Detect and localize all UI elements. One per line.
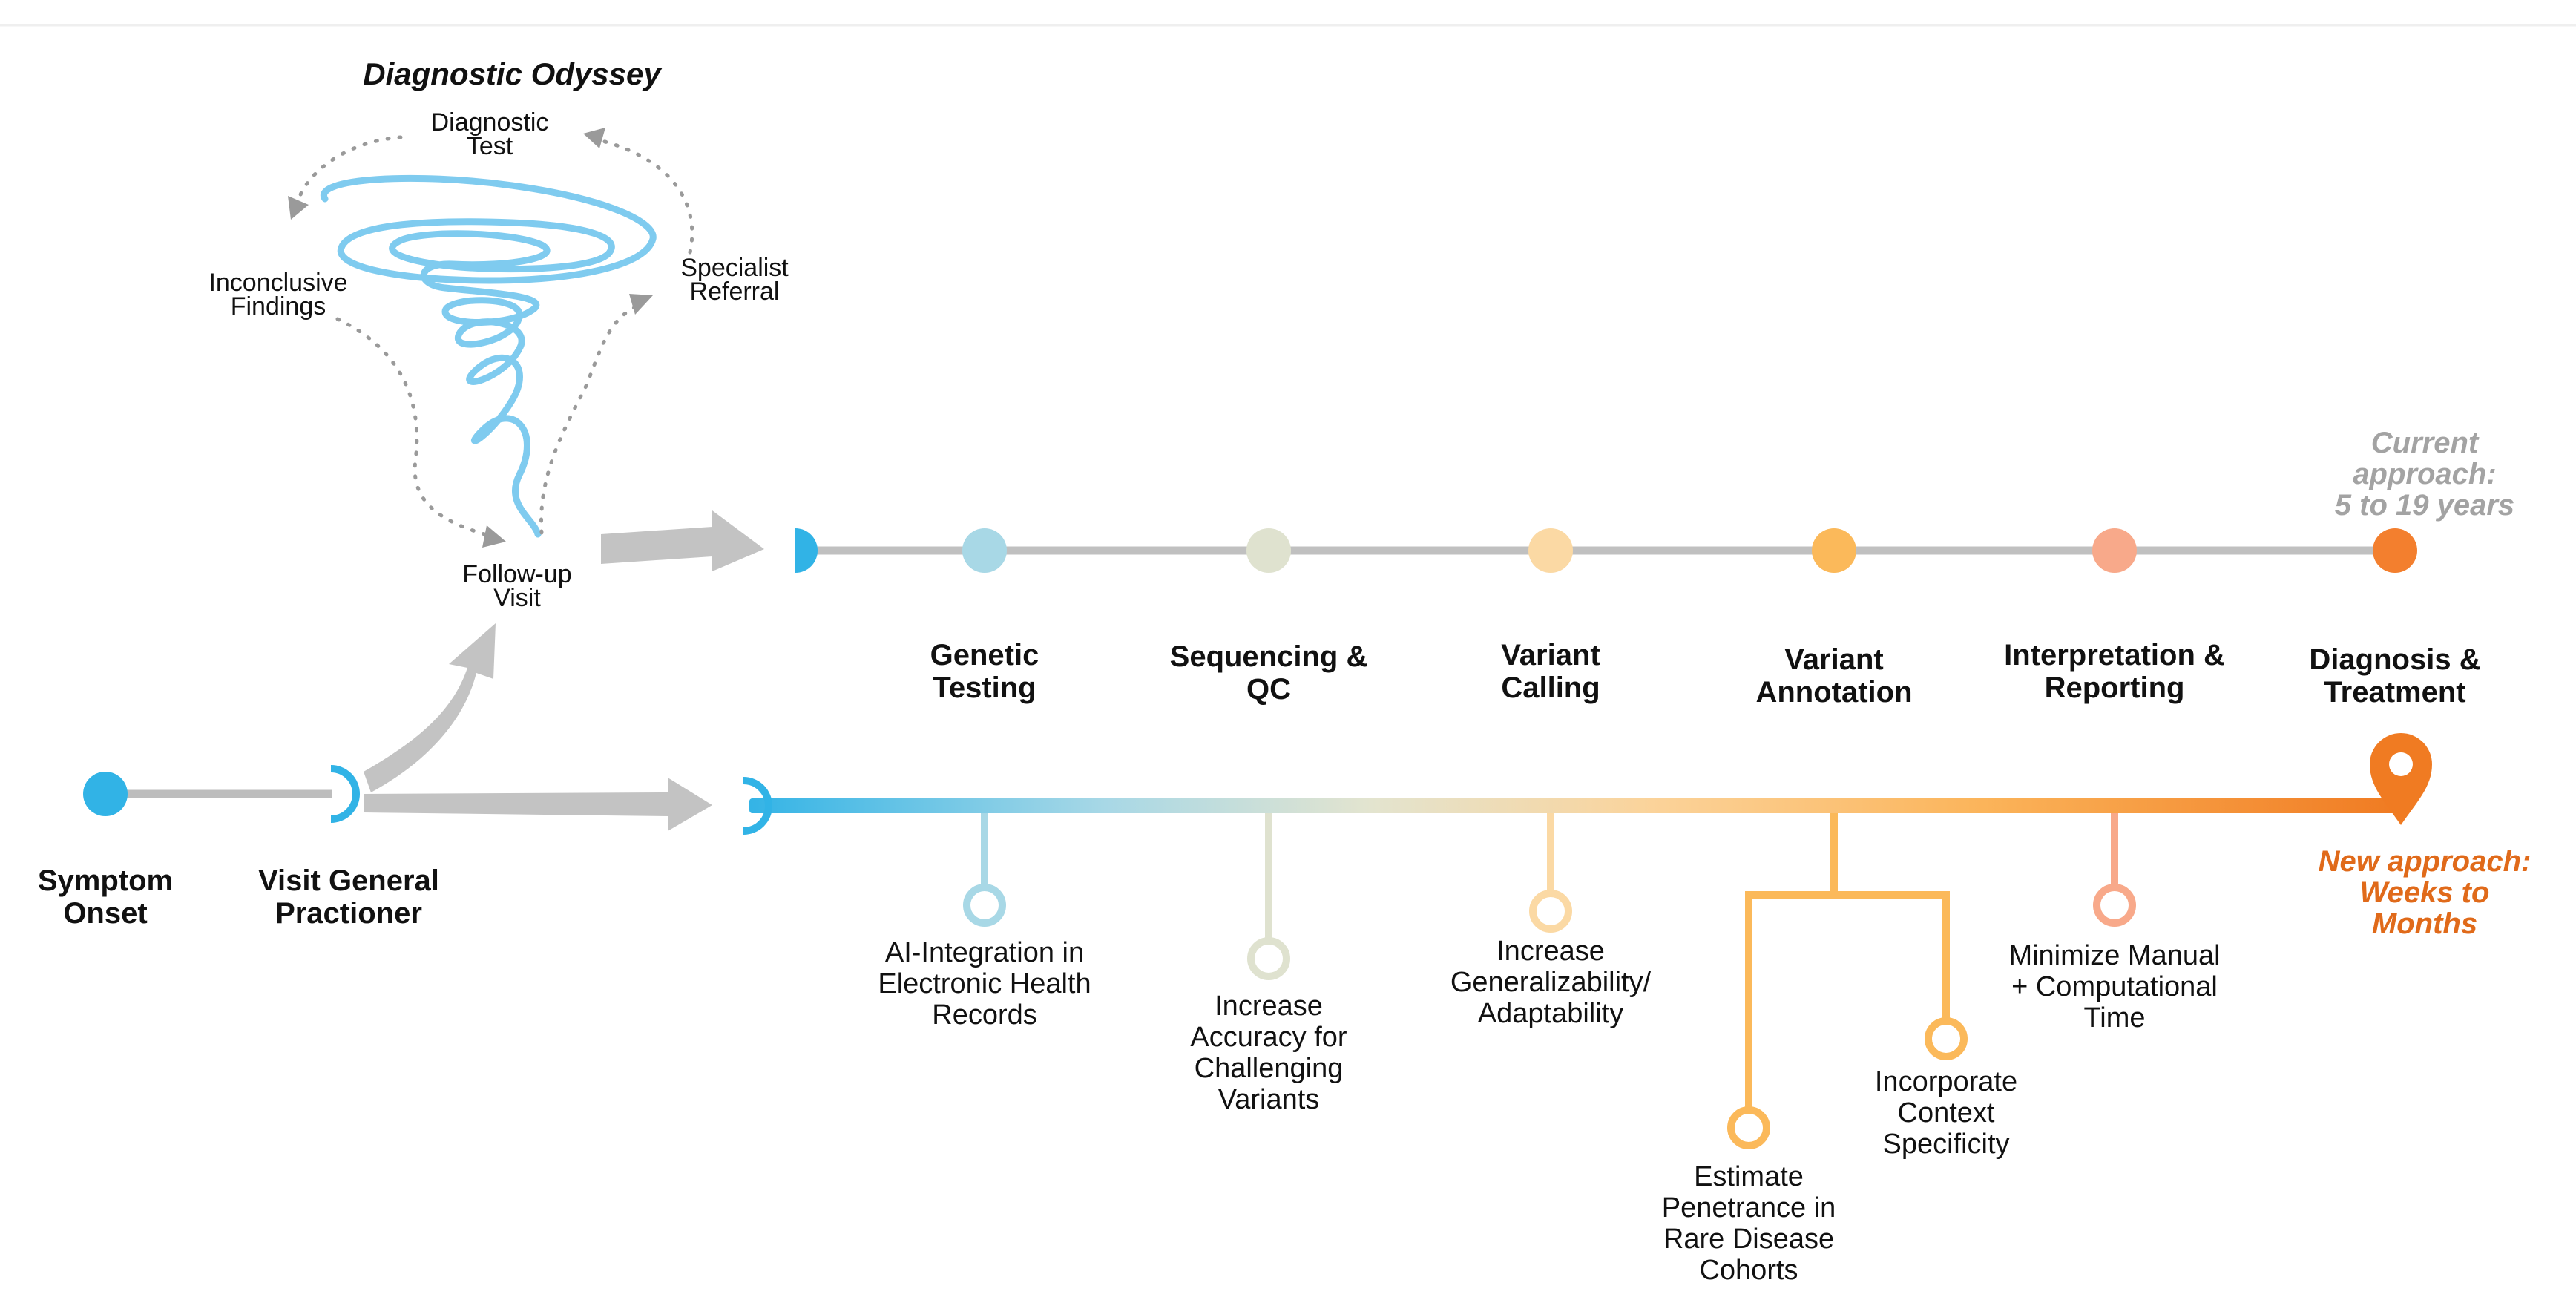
odyssey-labels: Diagnostic Test Inconclusive Findings Sp… [208, 108, 789, 612]
improvement-label: Context [1898, 1097, 1995, 1129]
current-approach-label-1: Current [2371, 427, 2480, 459]
stage-dot [2373, 528, 2417, 573]
improvement-label: + Computational [2011, 971, 2218, 1002]
new-timeline-bar [749, 798, 2398, 813]
improvement-node [1925, 1017, 1968, 1060]
improvement-node [1247, 937, 1290, 980]
inconclusive-label-1: Inconclusive [208, 269, 347, 297]
stage-label: Calling [1501, 672, 1600, 704]
stage-dot [2092, 528, 2137, 573]
improvement-node [1727, 1106, 1770, 1149]
location-pin-icon [2370, 733, 2432, 825]
arrowhead-left-icon [288, 196, 309, 220]
stage-label: Diagnosis & [2309, 643, 2480, 676]
improvement-label: Increase [1496, 936, 1605, 967]
arrow-to-followup [364, 623, 496, 792]
gp-visit-marker [330, 765, 360, 823]
arrow-to-new [364, 778, 712, 831]
improvement-label: Minimize Manual [2008, 940, 2220, 971]
tornado-spiral-icon [321, 174, 657, 538]
inconclusive-label-2: Findings [231, 292, 326, 321]
improvement-label: Generalizability/ [1450, 967, 1652, 998]
stage-label: Variant [1784, 643, 1883, 676]
gp-label-2: Practioner [275, 897, 422, 930]
dashed-arrow-followup-to-referral [539, 303, 640, 535]
symptom-onset-label-1: Symptom [38, 864, 173, 897]
dashed-arrow-findings-to-followup [335, 317, 492, 538]
symptom-onset-dot [83, 772, 128, 816]
stage-label: Treatment [2324, 676, 2465, 709]
improvement-node [2093, 884, 2136, 927]
current-start-marker [795, 528, 818, 573]
improvement-label: AI-Integration in [885, 937, 1084, 968]
improvement-label: Accuracy for [1190, 1022, 1347, 1053]
stage-label: Variant [1501, 639, 1600, 672]
stage-dots [962, 528, 2417, 573]
new-approach-label-1: New approach: [2319, 845, 2531, 878]
current-approach-timeline: Current approach: 5 to 19 years [795, 427, 2514, 573]
improvement-label: Variants [1218, 1084, 1320, 1115]
gp-label-1: Visit General [258, 864, 439, 897]
new-approach-label-3: Months [2372, 907, 2477, 940]
stage-dot [1246, 528, 1291, 573]
improvement-label: Estimate [1694, 1161, 1804, 1192]
improvement-label: Incorporate [1875, 1066, 2017, 1097]
current-approach-label-2: approach: [2353, 458, 2496, 490]
stage-dot [1812, 528, 1856, 573]
arrowhead-up-right-icon [629, 294, 653, 315]
improvement-label: Increase [1215, 991, 1323, 1022]
arrowhead-down-icon [482, 525, 506, 548]
improvement-label: Specificity [1882, 1129, 2009, 1160]
improvement-node [1529, 890, 1572, 933]
specialist-label-1: Specialist [680, 254, 789, 282]
stage-dot [962, 528, 1007, 573]
specialist-label-2: Referral [690, 278, 780, 306]
improvement-label: Cohorts [1699, 1255, 1798, 1286]
dashed-arrow-test-to-findings [296, 135, 403, 203]
symptom-onset-label-2: Onset [63, 897, 147, 930]
diagnostic-test-label-1: Diagnostic [431, 108, 549, 137]
odyssey-title: Diagnostic Odyssey [363, 56, 663, 91]
stage-label: Annotation [1755, 676, 1912, 709]
journey-start: Symptom Onset Visit General Practioner [38, 765, 439, 930]
diagnostic-test-label-2: Test [467, 132, 513, 160]
improvement-label: Electronic Health [878, 968, 1091, 999]
current-approach-label-3: 5 to 19 years [2335, 489, 2514, 522]
new-start-marker [743, 777, 772, 835]
improvement-label: Records [932, 999, 1037, 1031]
stage-label: Testing [933, 672, 1036, 704]
improvement-node [963, 884, 1006, 927]
diagnostic-odyssey: Diagnostic Odyssey Diagnostic Test Incon… [208, 56, 789, 612]
improvement-label: Penetrance in [1662, 1192, 1836, 1224]
stage-label: Genetic [930, 639, 1039, 672]
arrowhead-top-right-icon [583, 128, 605, 148]
followup-label-1: Follow-up [462, 560, 571, 588]
new-approach-label-2: Weeks to [2360, 876, 2490, 909]
improvement-label: Time [2083, 1002, 2145, 1034]
stage-label: QC [1246, 673, 1291, 706]
improvement-label: Rare Disease [1663, 1224, 1834, 1255]
dashed-arrow-referral-to-test [591, 137, 694, 255]
followup-label-2: Visit [493, 584, 541, 612]
stage-label: Reporting [2045, 672, 2185, 704]
odyssey-cycle-arrows [296, 135, 694, 538]
stage-dot [1528, 528, 1573, 573]
arrow-to-current [601, 510, 764, 571]
flow-arrows [364, 510, 764, 831]
improvement-label: Adaptability [1478, 998, 1623, 1029]
improvement-label: Challenging [1195, 1053, 1344, 1084]
stage-label: Interpretation & [2004, 639, 2225, 672]
stage-label: Sequencing & [1170, 640, 1368, 673]
